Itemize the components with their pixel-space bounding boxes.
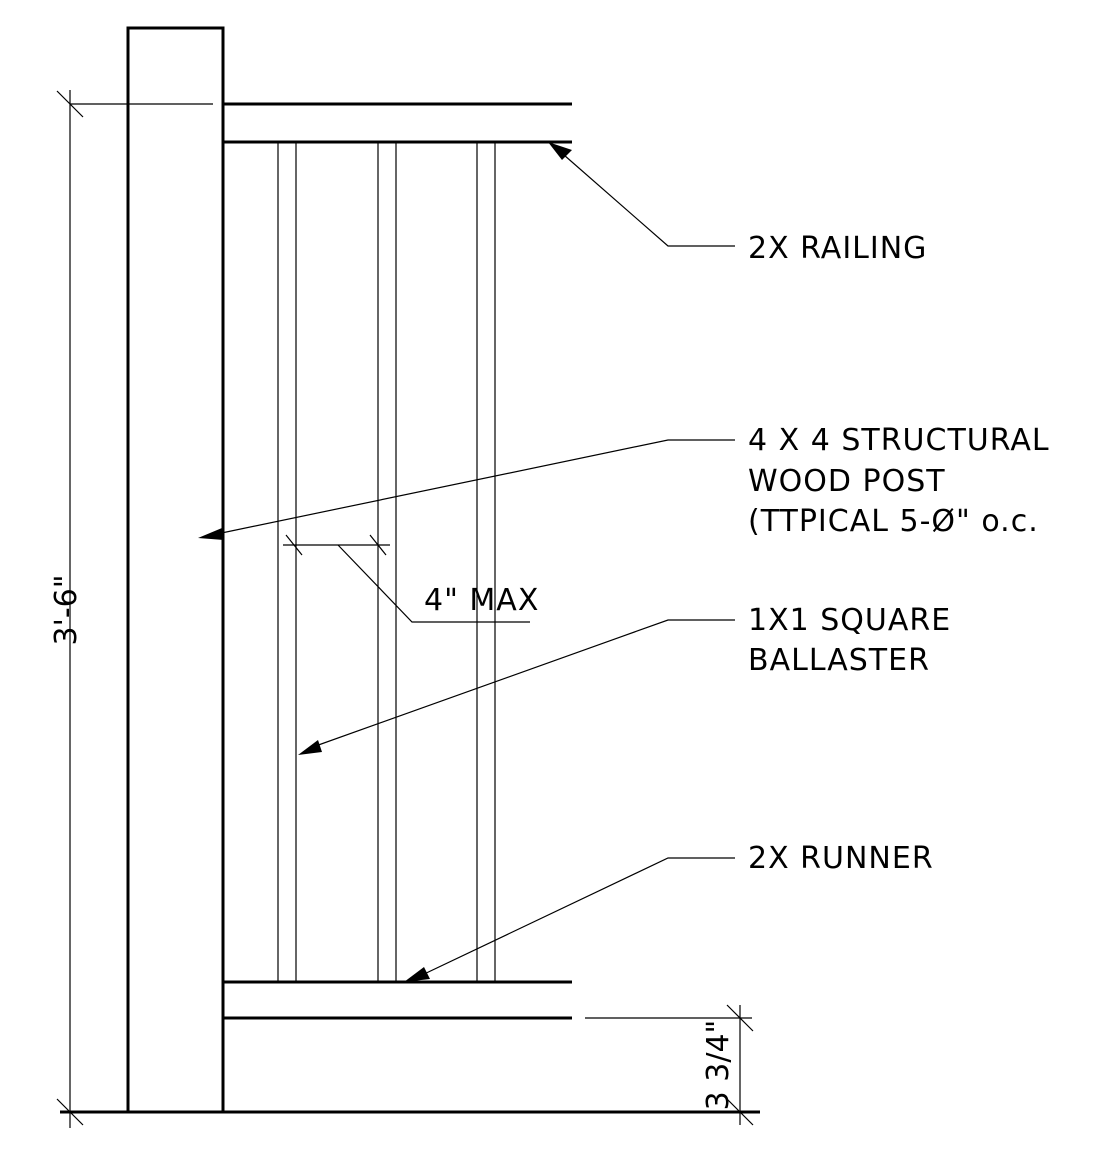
post-leader bbox=[198, 439, 735, 540]
baluster-leader bbox=[298, 619, 735, 755]
post-label-line2: WOOD POST bbox=[748, 464, 946, 499]
post-label-line1: 4 X 4 STRUCTURAL bbox=[748, 423, 1050, 458]
baluster-1 bbox=[277, 142, 297, 982]
top-rail bbox=[223, 102, 572, 144]
baluster-spacing-dimension bbox=[283, 534, 530, 623]
structural-post bbox=[126, 26, 225, 1114]
spacing-label: 4" MAX bbox=[424, 583, 539, 618]
post-label-line3: (TTPICAL 5-Ø" o.c. bbox=[748, 504, 1039, 539]
baluster-3 bbox=[476, 142, 496, 982]
railing-leader bbox=[548, 142, 735, 247]
runner-label: 2X RUNNER bbox=[748, 841, 934, 876]
runner-clearance-label: 3 3/4" bbox=[701, 1020, 736, 1111]
baluster-2 bbox=[377, 142, 397, 982]
overall-height-dimension bbox=[56, 90, 213, 1128]
runner-clearance-dimension bbox=[585, 1004, 754, 1126]
overall-height-label: 3'-6" bbox=[49, 574, 84, 645]
runner-leader bbox=[404, 857, 735, 982]
railing-label: 2X RAILING bbox=[748, 231, 927, 266]
baluster-label-line2: BALLASTER bbox=[748, 643, 930, 678]
baluster-label-line1: 1X1 SQUARE bbox=[748, 603, 951, 638]
bottom-runner bbox=[223, 980, 572, 1020]
